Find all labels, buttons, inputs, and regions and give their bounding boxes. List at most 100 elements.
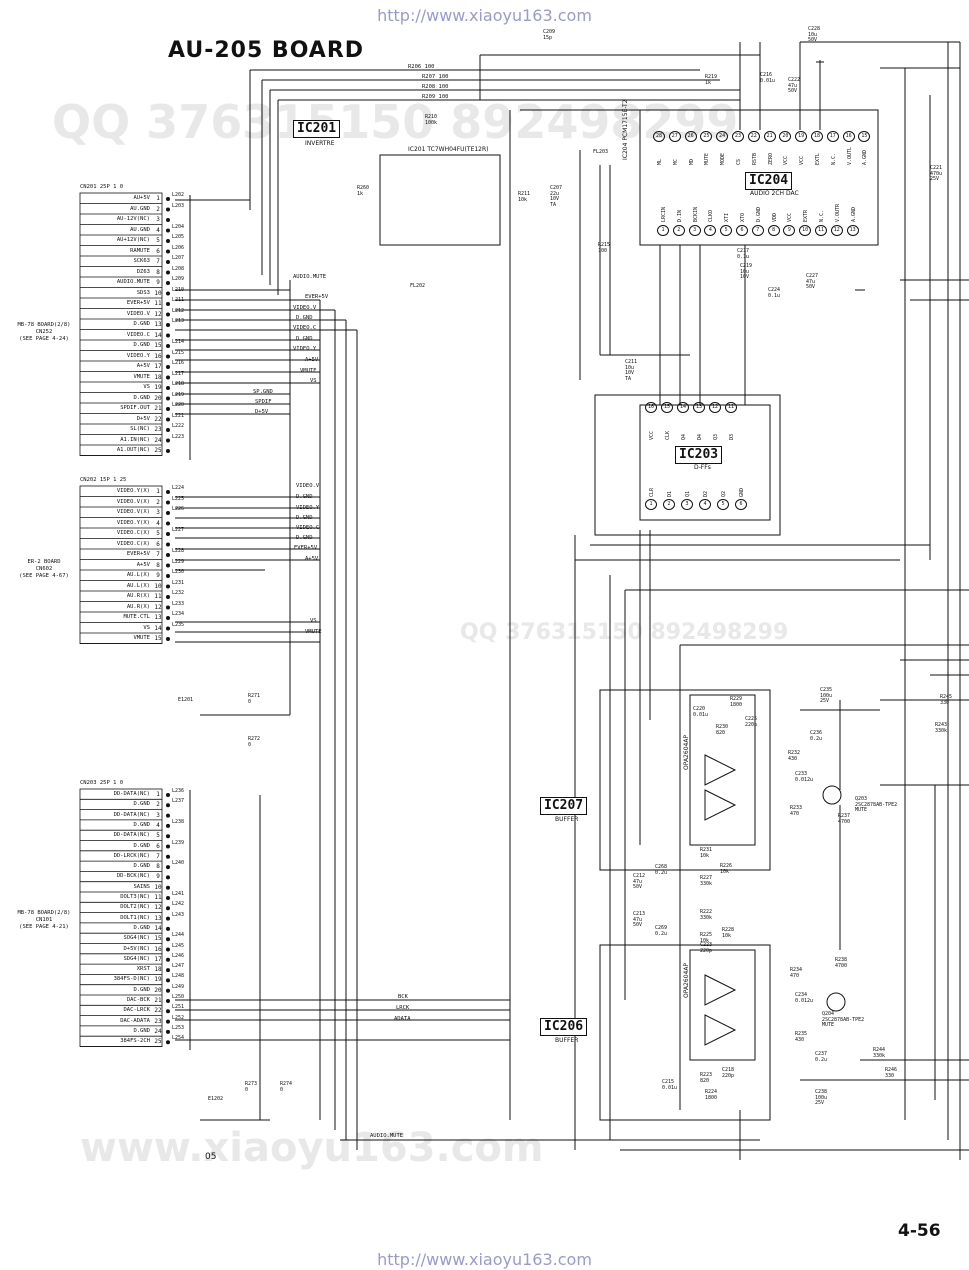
- ic-pin-number: 1: [645, 499, 657, 510]
- connector-pin-number: 4: [156, 821, 160, 829]
- ic-pin-name: EXTR: [803, 209, 810, 222]
- connector-pin-label: DD-DATA(NC): [113, 832, 150, 839]
- connector-pin-label: SDS3: [136, 289, 150, 296]
- resistor-r235: R235 430: [795, 1031, 808, 1043]
- connector-pin-dot: [165, 322, 170, 327]
- connector-pin-dot: [165, 947, 170, 952]
- ic-pin-number: 26: [684, 131, 697, 142]
- connector-pin-dot: [165, 238, 170, 243]
- ic-pin-number: 9: [783, 225, 796, 236]
- connector-pin-label: VS: [143, 384, 150, 390]
- connector-pin-number: 7: [156, 258, 160, 265]
- net-video-y: VIDEO.Y: [296, 505, 320, 511]
- ic-pin-name: RSTB: [751, 152, 758, 165]
- ic-pin-number: 15: [661, 402, 673, 413]
- ic-pin-name: V.OUTL: [846, 146, 853, 165]
- connector-pin-dot: [165, 385, 170, 390]
- inductor-ref: L249: [172, 983, 185, 990]
- ic207-desc: BUFFER: [555, 816, 579, 823]
- resistor-r260: R260 1k: [357, 185, 370, 197]
- capacitor-c207: C207 22u 10V TA: [550, 185, 563, 208]
- footer-url[interactable]: http://www.xiaoyu163.com: [377, 1250, 592, 1269]
- connector-pin-label: D.GND: [133, 842, 150, 849]
- inductor-ref: L246: [172, 952, 185, 959]
- ic-pin-name: VCC: [783, 155, 790, 165]
- inductor-ref: L203: [172, 202, 185, 209]
- transistor-q204: Q204 2SC2878AB-TPE2 MUTE: [822, 1011, 865, 1028]
- ic-pin-number: 6: [735, 499, 747, 510]
- ic-pin-number: 20: [779, 131, 792, 142]
- capacitor-c238: C238 100u 25V: [815, 1089, 828, 1106]
- connector-pin-label: A1.IN(NC): [120, 436, 150, 443]
- connector-pin-number: 24: [154, 436, 162, 444]
- watermark: QQ 376315150 892498299: [52, 95, 739, 149]
- capacitor-c225: C225 220p: [745, 716, 758, 728]
- resistor-r232: R232 430: [788, 750, 801, 762]
- ic204-desc: AUDIO 2CH DAC: [750, 190, 799, 197]
- connector-pin-number: 3: [156, 216, 160, 223]
- page-number: 4-56: [898, 1221, 941, 1241]
- side-label-line: (SEE PAGE 4-67): [19, 573, 69, 579]
- connector-pin-number: 13: [154, 614, 162, 621]
- connector-pin-number: 15: [154, 342, 162, 349]
- connector-pin-label: VIDEO.Y(X): [116, 488, 150, 494]
- ic-pin-number: 24: [716, 131, 729, 142]
- connector-pin-label: AU+12V(NC): [116, 237, 150, 243]
- connector-pin-dot: [165, 196, 170, 201]
- connector-pin-label: DAC-BCK: [126, 997, 150, 1003]
- net-a5v: A+5V: [305, 556, 319, 562]
- ic207-part: OPA2604AP: [683, 734, 690, 770]
- connector-pin-label: DD-BCK(NC): [116, 873, 150, 880]
- resistor-r229: R229 1800: [730, 696, 743, 708]
- connector-pin-label: SAINS: [133, 883, 150, 890]
- connector-pin-number: 16: [154, 352, 162, 360]
- ic-pin-name: Q2: [721, 490, 727, 497]
- connector-pin-dot: [165, 270, 170, 275]
- ic-pin-name: VDD: [771, 212, 778, 222]
- connector-pin-dot: [165, 885, 170, 890]
- connector-pin-dot: [165, 584, 170, 589]
- capacitor-c217: C217 0.1u: [737, 248, 750, 260]
- connector-pin-label: D.GND: [133, 821, 150, 828]
- connector-pin-dot: [165, 978, 170, 983]
- connector-pin-dot: [165, 217, 170, 222]
- connector-pin-label: VIDEO.C(X): [116, 540, 150, 547]
- resistor-r225: R225 10k: [700, 932, 713, 944]
- connector-pin-dot: [165, 510, 170, 515]
- header-url[interactable]: http://www.xiaoyu163.com: [377, 6, 592, 25]
- net-d-gnd: D.GND: [296, 515, 313, 521]
- connector-pin-label: MUTE.CTL: [123, 614, 151, 620]
- inductor-ref: L248: [172, 973, 185, 980]
- inductor-ref: L234: [172, 611, 185, 617]
- ic-pin-name: ZERO: [767, 152, 774, 165]
- net-ever5v: EVER+5V: [294, 545, 318, 551]
- connector-pin-dot: [165, 1029, 170, 1034]
- ground-e1201: E1201: [178, 697, 194, 703]
- connector-pin-dot: [165, 291, 170, 296]
- connector-pin-number: 4: [156, 519, 160, 527]
- connector-pin-dot: [165, 637, 170, 642]
- connector-pin-number: 25: [154, 447, 162, 454]
- connector-pin-dot: [165, 813, 170, 818]
- ic-pin-number: 3: [681, 499, 693, 510]
- connector-pin-number: 6: [156, 540, 160, 548]
- connector-pin-number: 13: [154, 321, 162, 328]
- inductor-ref: L232: [172, 590, 185, 596]
- resistor-r211: R211 10k: [518, 191, 531, 203]
- net-d-gnd: D.GND: [296, 535, 313, 541]
- ic-pin-name: CLKO: [708, 209, 715, 222]
- ic-pin-number: 11: [725, 402, 737, 413]
- side-label-line: MB-78 BOARD(2/8): [17, 322, 71, 328]
- connector-pin-number: 15: [154, 935, 162, 943]
- resistor-r223: R223 820: [700, 1072, 713, 1084]
- ic-pin-number: 22: [747, 131, 760, 142]
- ic-pin-name: D2: [703, 490, 709, 497]
- connector-pin-number: 6: [156, 247, 160, 255]
- connector-pin-label: VIDEO.C: [126, 331, 150, 338]
- connector-pin-label: VIDEO.V: [126, 310, 150, 317]
- connector-pin-dot: [165, 626, 170, 631]
- ic-pin-number: 4: [699, 499, 711, 510]
- inductor-ref: L247: [172, 963, 185, 970]
- connector-pin-number: 17: [154, 363, 162, 370]
- connector-pin-dot: [165, 865, 170, 870]
